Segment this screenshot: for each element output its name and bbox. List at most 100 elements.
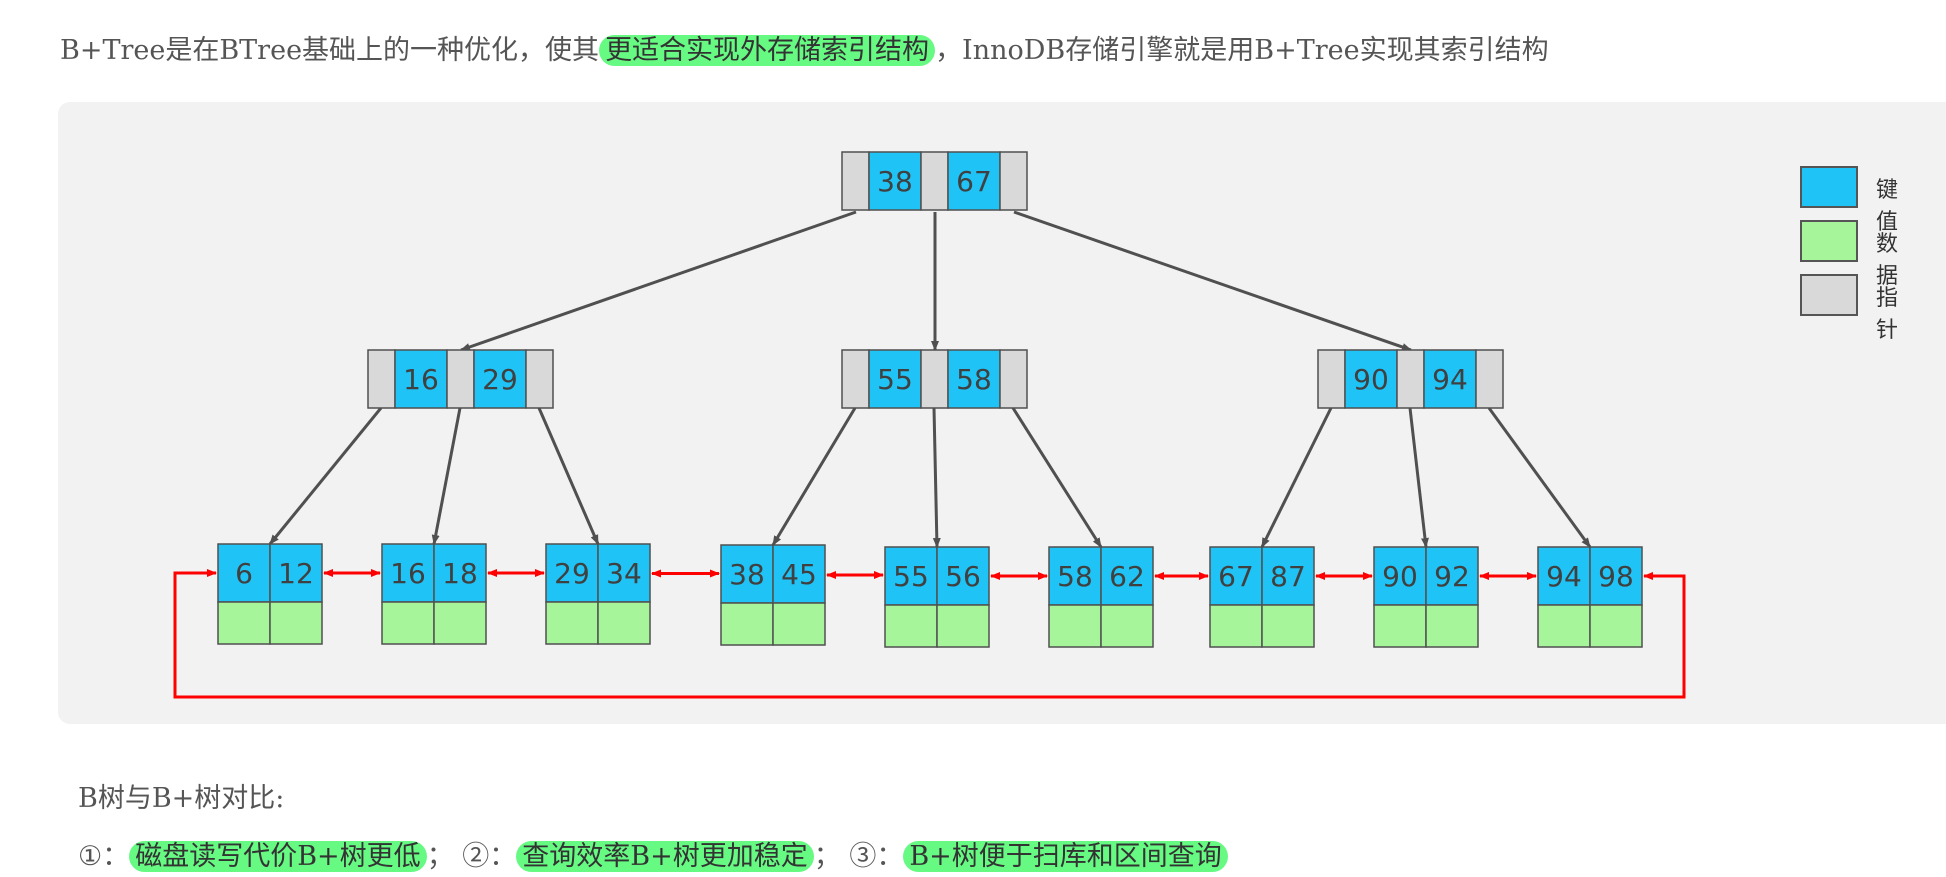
key-label: 18: [442, 557, 478, 590]
item-3-text: B+树便于扫库和区间查询: [903, 841, 1228, 872]
item-1-sep: ；: [426, 841, 454, 872]
pointer-swatch: [1800, 274, 1858, 316]
key-cell: [936, 546, 990, 606]
comparison-title: B树与B+树对比:: [78, 783, 285, 814]
legend-pointer-label: 指针: [1876, 286, 1899, 343]
key-label: 92: [1434, 560, 1470, 593]
intro-before: B+Tree是在BTree基础上的一种优化，使其: [60, 35, 600, 66]
data-cell: [545, 601, 599, 645]
item-1-text: 磁盘读写代价B+树更低: [129, 841, 427, 872]
key-label: 55: [893, 560, 929, 593]
key-label: 55: [877, 363, 913, 396]
pointer-arrow: [431, 407, 462, 545]
key-cell: [1344, 349, 1398, 409]
data-cell: [1425, 604, 1479, 648]
key-label: 34: [606, 557, 642, 590]
key-cell: [947, 349, 1001, 409]
leaf-node: 90 92: [1373, 546, 1479, 648]
data-cell: [1373, 604, 1427, 648]
pointer-arrow: [537, 407, 600, 545]
key-label: 16: [390, 557, 426, 590]
item-2-prefix: ②：: [462, 841, 517, 872]
leaf-node: 94 98: [1537, 546, 1643, 648]
data-cell: [381, 601, 435, 645]
key-cell: [868, 349, 922, 409]
pointer-arrow: [268, 407, 383, 545]
pointer-cell: [446, 349, 475, 409]
key-label: 29: [482, 363, 518, 396]
key-cell: [545, 543, 599, 603]
key-cell: [1425, 546, 1479, 606]
key-cell: [1537, 546, 1591, 606]
root-node: 38 67: [841, 151, 1028, 211]
key-label: 38: [877, 165, 913, 198]
key-cell: [394, 349, 448, 409]
pointer-arrow: [1408, 407, 1429, 548]
internal-node: 90 94: [1317, 349, 1504, 409]
key-label: 56: [945, 560, 981, 593]
key-cell: [217, 543, 271, 603]
key-label: 62: [1109, 560, 1145, 593]
data-cell: [1537, 604, 1591, 648]
key-label: 94: [1432, 363, 1468, 396]
pointer-cell: [920, 151, 949, 211]
data-cell: [1589, 604, 1643, 648]
key-cell: [947, 151, 1001, 211]
key-cell: [269, 543, 323, 603]
item-3-prefix: ③：: [849, 841, 904, 872]
data-cell: [884, 604, 938, 648]
key-swatch: [1800, 166, 1858, 208]
intro-highlight: 更适合实现外存储索引结构: [599, 35, 936, 66]
key-label: 45: [781, 558, 817, 591]
pointer-arrow: [1260, 407, 1333, 548]
leaf-node: 29 34: [545, 543, 651, 645]
pointer-arrow: [1487, 407, 1592, 548]
leaf-node: 6 12: [217, 543, 323, 645]
key-label: 98: [1598, 560, 1634, 593]
pointer-cell: [841, 151, 870, 211]
key-cell: [433, 543, 487, 603]
key-cell: [1209, 546, 1263, 606]
intro-after: ，InnoDB存储引擎就是用B+Tree实现其索引结构: [935, 35, 1549, 66]
pointer-arrow: [1013, 210, 1412, 352]
data-cell: [772, 602, 826, 646]
key-cell: [1261, 546, 1315, 606]
pointer-cell: [367, 349, 396, 409]
key-cell: [1100, 546, 1154, 606]
pointer-cell: [841, 349, 870, 409]
key-label: 29: [554, 557, 590, 590]
key-label: 87: [1270, 560, 1306, 593]
key-label: 90: [1382, 560, 1418, 593]
leaf-wrap-link: [173, 569, 1686, 699]
data-cell: [1261, 604, 1315, 648]
key-label: 16: [403, 363, 439, 396]
data-cell: [1209, 604, 1263, 648]
legend-key-label: 键值: [1876, 178, 1899, 235]
key-label: 6: [235, 557, 253, 590]
data-cell: [936, 604, 990, 648]
key-label: 12: [278, 557, 314, 590]
item-2-text: 查询效率B+树更加稳定: [516, 841, 814, 872]
data-cell: [1048, 604, 1102, 648]
pointer-cell: [1475, 349, 1504, 409]
key-label: 94: [1546, 560, 1582, 593]
data-swatch: [1800, 220, 1858, 262]
intro-text: B+Tree是在BTree基础上的一种优化，使其更适合实现外存储索引结构，Inn…: [60, 28, 1549, 67]
item-1-prefix: ①：: [78, 841, 130, 872]
key-label: 90: [1353, 363, 1389, 396]
pointer-cell: [920, 349, 949, 409]
pointer-cell: [525, 349, 554, 409]
key-label: 58: [956, 363, 992, 396]
key-cell: [597, 543, 651, 603]
pointer-cell: [1396, 349, 1425, 409]
data-cell: [597, 601, 651, 645]
pointer-arrow: [771, 407, 857, 546]
key-label: 67: [956, 165, 992, 198]
pointer-cell: [999, 349, 1028, 409]
legend-data-label: 数据: [1876, 232, 1899, 289]
